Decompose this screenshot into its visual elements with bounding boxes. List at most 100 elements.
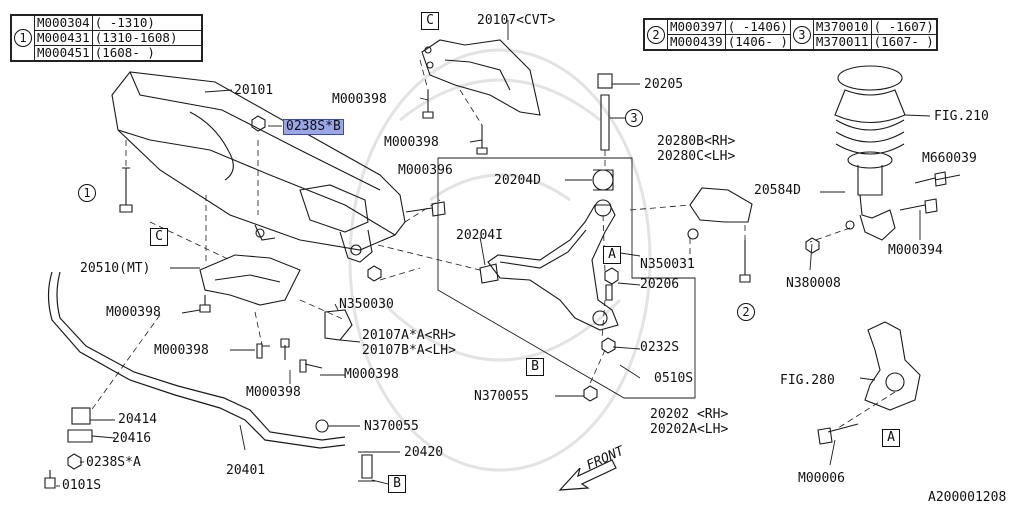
label-n380008[interactable]: N380008: [786, 276, 841, 291]
code-table-2-range: ( -1406): [724, 19, 791, 35]
nut-n350030: [367, 265, 382, 282]
code-table-2-part: M000397: [667, 19, 726, 35]
front-arrow-icon: [558, 459, 617, 491]
label-20401[interactable]: 20401: [226, 463, 266, 478]
label-0101s[interactable]: 0101S: [62, 478, 102, 493]
bracket-20510-mt: [199, 254, 301, 306]
label-m660039[interactable]: M660039: [922, 151, 977, 166]
label-20584d[interactable]: 20584D: [754, 183, 801, 198]
label-0238s-a[interactable]: 0238S*A: [86, 455, 141, 470]
label-m000398-d[interactable]: M000398: [154, 343, 209, 358]
label-m000398-e[interactable]: M000398: [344, 367, 399, 382]
label-20107b-a[interactable]: 20107B*A<LH>: [362, 343, 456, 358]
bolt-m000398-b: [476, 125, 488, 155]
stabilizer-bar-20401: [47, 271, 346, 449]
label-m000398-f[interactable]: M000398: [246, 385, 301, 400]
label-20202a[interactable]: 20202A<LH>: [650, 422, 729, 437]
code-table-1-marker: 1: [11, 15, 35, 61]
bushing-20414: [71, 407, 91, 425]
code-table-1-range: (1608- ): [91, 45, 202, 61]
nut-0232s: [601, 337, 616, 354]
label-m000398-b[interactable]: M000398: [384, 135, 439, 150]
label-20416[interactable]: 20416: [112, 431, 152, 446]
bushing-20205: [597, 73, 613, 151]
bolt-m000394: [899, 198, 938, 214]
label-fig210[interactable]: FIG.210: [934, 109, 989, 124]
label-20107-cvt[interactable]: 20107<CVT>: [477, 13, 556, 28]
nut-0238sb: [251, 115, 266, 132]
bushing-n370055-b: [315, 419, 329, 433]
ref-marker-a: A: [882, 429, 900, 447]
bolt-m000398-f: [299, 359, 323, 373]
label-20204d[interactable]: 20204D: [494, 173, 541, 188]
ref-marker-c: C: [421, 12, 439, 30]
label-m000398-a[interactable]: M000398: [332, 92, 387, 107]
label-20280c[interactable]: 20280C<LH>: [657, 149, 736, 164]
code-table-1-part: M000304: [34, 15, 93, 31]
code-table-3-part: M370010: [812, 19, 872, 35]
ball-joint-20206: [605, 284, 613, 301]
label-20420[interactable]: 20420: [404, 445, 444, 460]
label-n370055-a[interactable]: N370055: [474, 389, 529, 404]
label-m000394[interactable]: M000394: [888, 243, 943, 258]
dashed-guides: [89, 59, 896, 431]
label-20202[interactable]: 20202 <RH>: [650, 407, 729, 422]
bolt-m000398-d: [256, 343, 270, 359]
label-m000396[interactable]: M000396: [398, 163, 453, 178]
label-0510s[interactable]: 0510S: [654, 371, 694, 386]
label-20206[interactable]: 20206: [640, 277, 680, 292]
bolt-m660039: [914, 171, 947, 187]
knuckle-fig280: [864, 321, 921, 411]
code-table-1-part: M000451: [34, 45, 93, 61]
label-20414[interactable]: 20414: [118, 412, 158, 427]
callout-3: 3: [625, 109, 643, 127]
code-table-2-marker: 2: [644, 19, 668, 50]
label-m000398-c[interactable]: M000398: [106, 305, 161, 320]
label-n350030[interactable]: N350030: [339, 297, 394, 312]
label-20101[interactable]: 20101: [234, 83, 274, 98]
nut-n370055-a: [583, 385, 598, 402]
code-table-3-range: (1607- ): [870, 34, 937, 50]
code-table-1: 1 M000304 ( -1310) M000431 (1310-1608) M…: [10, 14, 203, 62]
code-table-2-range: (1406- ): [724, 34, 791, 50]
strut-fig210: [834, 65, 906, 241]
bolt-m000398-c: [199, 295, 211, 313]
clamp-20416: [67, 429, 93, 443]
code-table-3-range: ( -1607): [870, 19, 937, 35]
bolt-m000398-e: [280, 338, 290, 360]
code-table-1-range: ( -1310): [91, 15, 202, 31]
bolt-m000396: [405, 201, 446, 217]
label-20510-mt[interactable]: 20510(MT): [80, 261, 151, 276]
label-n370055-b[interactable]: N370055: [364, 419, 419, 434]
code-table-2-3: 2 M000397 ( -1406) 3 M370010 ( -1607) M0…: [643, 18, 938, 51]
callout-2: 2: [737, 303, 755, 321]
label-0232s[interactable]: 0232S: [640, 340, 680, 355]
nut-n350031: [604, 267, 619, 285]
washer-20584d: [845, 220, 855, 230]
label-fig280[interactable]: FIG.280: [780, 373, 835, 388]
code-table-1-range: (1310-1608): [91, 30, 202, 46]
label-0238s-b-highlighted[interactable]: 0238S*B: [283, 119, 344, 135]
label-n350031[interactable]: N350031: [640, 257, 695, 272]
lower-arm-20202: [487, 169, 619, 331]
callout-box-lower-arm: [437, 157, 696, 399]
bracket-20280: [687, 187, 753, 240]
ref-marker-b: B: [526, 358, 544, 376]
bushing-20204i: [479, 263, 499, 284]
nut-0238sa: [67, 453, 82, 470]
bolt-0101s: [44, 470, 56, 489]
bolt-m00006: [817, 423, 859, 445]
bracket-20107a: [324, 309, 353, 341]
label-m00006[interactable]: M00006: [798, 471, 845, 486]
label-20280b[interactable]: 20280B<RH>: [657, 134, 736, 149]
code-table-1-part: M000431: [34, 30, 93, 46]
link-20420: [358, 451, 376, 482]
callout-1: 1: [78, 184, 96, 202]
watermark-emblem: [348, 48, 652, 472]
label-20204i[interactable]: 20204I: [456, 228, 503, 243]
label-20205[interactable]: 20205: [644, 77, 684, 92]
ref-marker-c: C: [150, 228, 168, 246]
label-20107a-a[interactable]: 20107A*A<RH>: [362, 328, 456, 343]
